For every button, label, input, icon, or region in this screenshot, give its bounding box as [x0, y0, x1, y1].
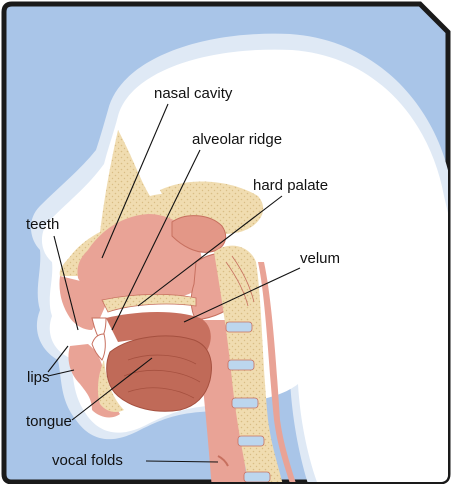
vertebra: [238, 436, 264, 446]
label-teeth: teeth: [26, 216, 59, 234]
tongue-region: [107, 336, 212, 411]
label-nasal-cavity: nasal cavity: [154, 85, 232, 103]
label-hard-palate: hard palate: [253, 177, 328, 195]
label-velum: velum: [300, 250, 340, 268]
vertebra: [232, 398, 258, 408]
vertebra: [244, 472, 270, 482]
vertebra: [226, 322, 252, 332]
label-vocal-folds: vocal folds: [52, 452, 123, 470]
label-tongue: tongue: [26, 413, 72, 431]
vertebra: [228, 360, 254, 370]
label-lips: lips: [27, 369, 50, 387]
label-alveolar-ridge: alveolar ridge: [192, 131, 282, 149]
